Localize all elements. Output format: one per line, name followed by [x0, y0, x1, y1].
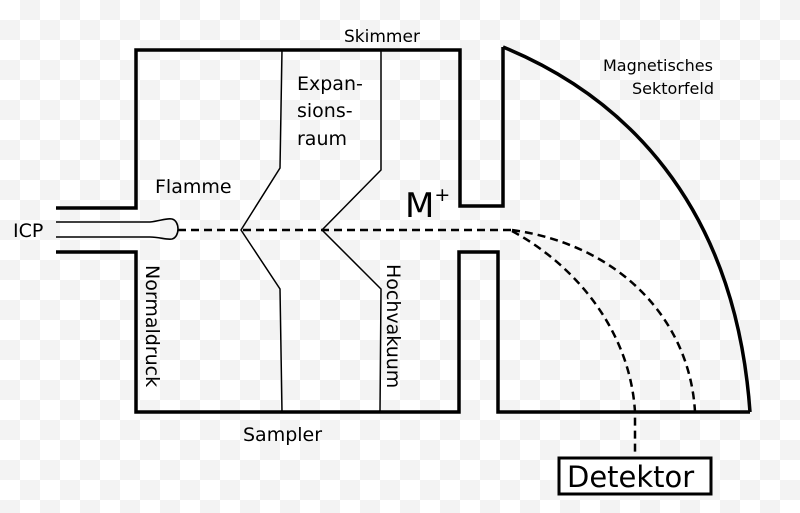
chamber-lower-wall [56, 250, 750, 414]
sampler-cone [240, 49, 283, 413]
label-normaldruck: Normaldruck [141, 265, 163, 387]
ion-beam-path-outer [511, 228, 697, 413]
label-magnetic-2: Sektorfeld [632, 79, 714, 98]
chamber-upper-wall [56, 47, 505, 210]
label-magnetic-1: Magnetisches [603, 56, 713, 75]
label-ion: M+ [405, 184, 450, 226]
icp-torch [56, 218, 179, 241]
label-hochvakuum: Hochvakuum [382, 264, 404, 388]
magnetic-sector-arc [502, 45, 752, 413]
label-ion-charge: + [434, 184, 450, 206]
label-flamme: Flamme [155, 176, 232, 198]
label-expansion-3: raum [297, 128, 347, 150]
label-sampler: Sampler [243, 424, 322, 446]
label-expansion-2: sions- [297, 100, 353, 122]
ion-beam-path-inner [511, 229, 637, 460]
detector-box [557, 456, 713, 496]
label-icp: ICP [13, 220, 43, 242]
label-detektor: Detektor [567, 460, 694, 494]
label-expansion-1: Expan- [297, 73, 363, 95]
label-skimmer: Skimmer [344, 27, 420, 47]
